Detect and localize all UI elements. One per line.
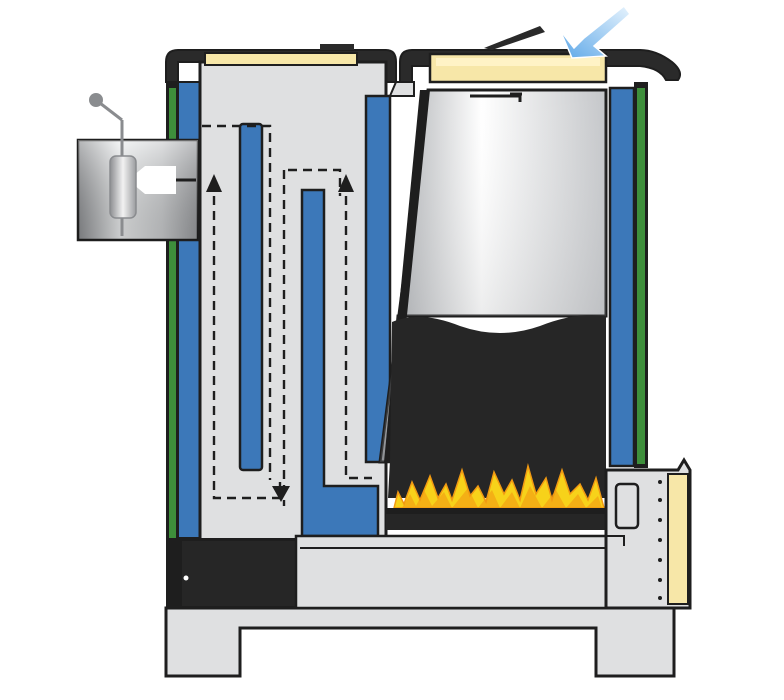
firebox-section <box>378 26 648 498</box>
ash-door <box>604 457 692 610</box>
boiler-base <box>164 606 676 678</box>
insulation-layer-left <box>169 88 176 538</box>
gas-arrow-up-right <box>338 174 354 192</box>
coal-bed <box>388 315 606 498</box>
gas-arrow-up-left <box>206 174 222 192</box>
insulation-layer-right <box>637 88 645 464</box>
flue-outlet <box>76 138 200 242</box>
water-jacket <box>608 86 636 468</box>
flue-arrow <box>128 166 176 194</box>
heat-exchanger-section <box>166 52 392 608</box>
air-inlet <box>559 4 632 59</box>
gas-arrowheads <box>206 174 354 502</box>
gas-arrow-down <box>272 486 290 502</box>
fire-grate <box>386 463 614 530</box>
damper-lever <box>89 93 137 236</box>
